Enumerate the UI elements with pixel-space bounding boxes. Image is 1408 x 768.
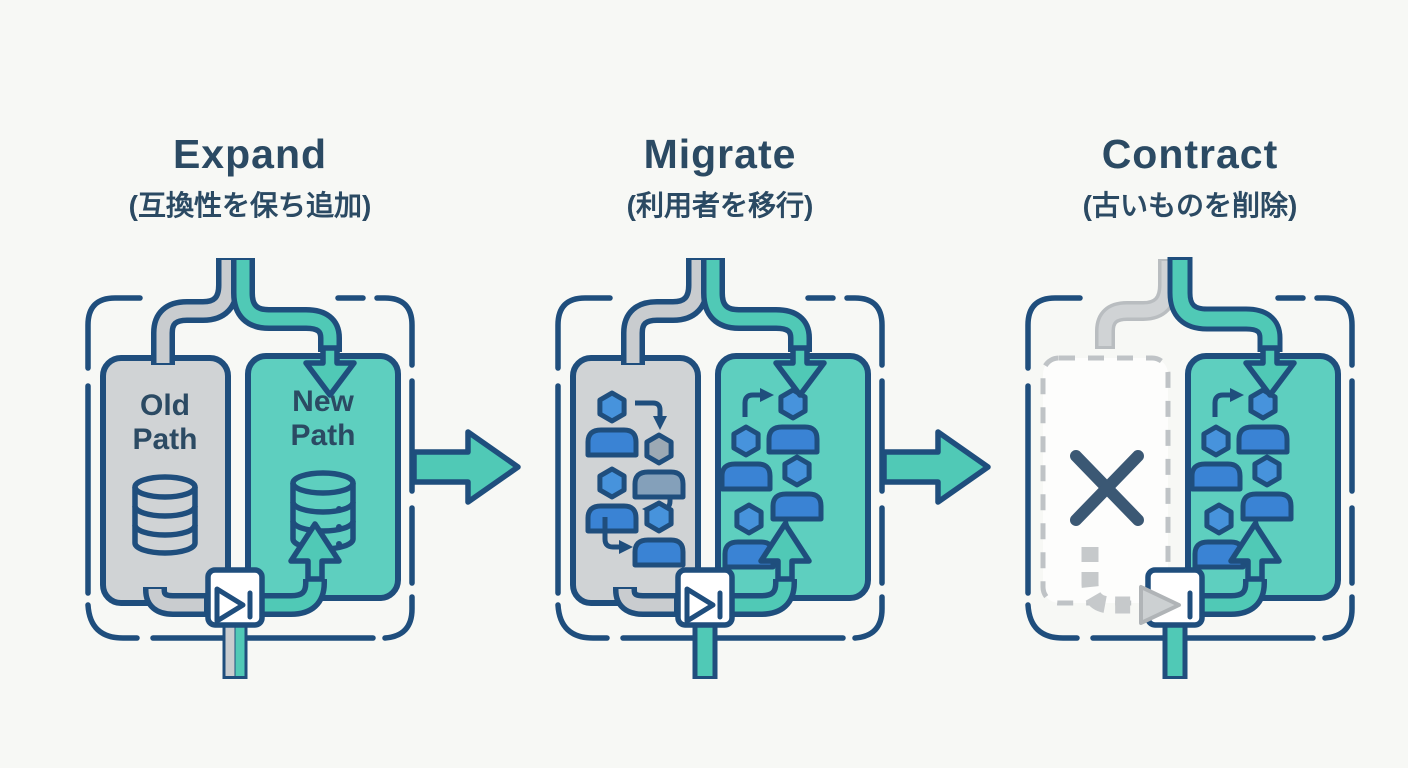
panel-subtitle: (古いものを削除) [1082, 190, 1298, 222]
arrow-right-down-icon [635, 400, 667, 430]
flow-arrow-icon [411, 429, 521, 505]
x-mark-icon [1070, 450, 1144, 526]
new-path-label: Path [290, 419, 355, 452]
old-return-pipe [613, 587, 676, 617]
panel-contract-art [1025, 257, 1355, 679]
up-arrow-icon [1228, 521, 1282, 582]
up-arrow-icon [288, 521, 342, 582]
page-title: Contract [1101, 131, 1279, 177]
arrow-down-right-icon [602, 517, 633, 554]
panel-migrate-title-block: Migrate (利用者を移行) [555, 131, 885, 224]
exit-pipe [222, 621, 248, 679]
flow-arrow-migrate-to-contract [881, 429, 991, 505]
panel-expand-art: Old Path New Path [85, 258, 415, 679]
new-traffic-pipe [1167, 257, 1297, 398]
old-path-label: Path [132, 423, 197, 456]
new-return-pipe [1197, 521, 1282, 617]
down-arrow-icon [1243, 345, 1297, 398]
new-return-pipe [727, 521, 812, 617]
valve-arrow-icon [214, 586, 246, 624]
page-title: Expand [172, 131, 328, 177]
panel-frame [1025, 295, 1355, 641]
panel-migrate-art [555, 258, 885, 679]
arrow-up-right-icon [742, 388, 774, 417]
ghost-arrow-icon [1139, 585, 1181, 625]
arrow-up-right-icon [1212, 388, 1244, 417]
up-arrow-icon [758, 521, 812, 582]
panel-contract-title-block: Contract (古いものを削除) [1025, 131, 1355, 224]
old-path-label: Old [140, 389, 190, 422]
down-arrow-icon [773, 345, 827, 398]
panel-expand-title-block: Expand (互換性を保ち追加) [85, 131, 415, 224]
old-users-group [588, 393, 683, 565]
new-traffic-pipe [701, 258, 827, 398]
new-return-pipe [257, 521, 342, 617]
old-traffic-pipe [621, 258, 710, 365]
valve-arrow-icon [684, 586, 716, 624]
new-traffic-pipe [231, 258, 357, 398]
ghost-pipe [1081, 547, 1133, 614]
old-return-pipe [143, 587, 206, 617]
panel-subtitle: (互換性を保ち追加) [128, 190, 372, 222]
old-pipe-stub [1095, 259, 1178, 349]
old-traffic-pipe [151, 258, 240, 365]
down-arrow-icon [303, 345, 357, 398]
flow-arrow-expand-to-migrate [411, 429, 521, 505]
page-title: Migrate [643, 131, 797, 177]
panel-subtitle: (利用者を移行) [626, 190, 814, 222]
flow-arrow-icon [881, 429, 991, 505]
